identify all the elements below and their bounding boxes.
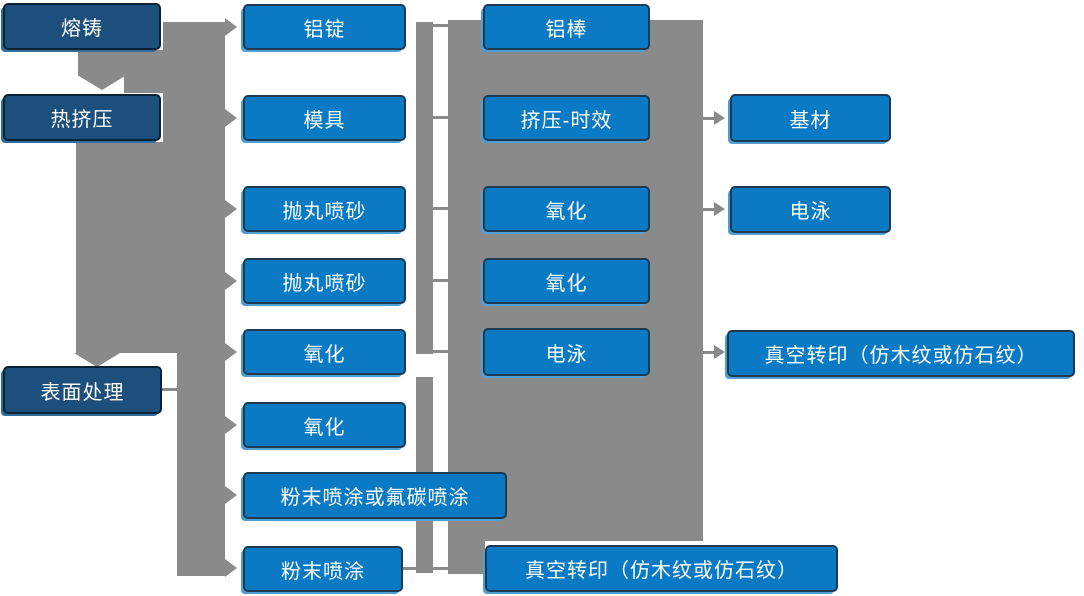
node-electrophoresis-right: 电泳: [730, 186, 891, 233]
connector-line: [703, 117, 714, 120]
arrow-right-icon: [225, 343, 237, 361]
node-oxidation-2: 氧化: [243, 402, 406, 448]
connector-tie: [403, 567, 416, 570]
node-vacuum-transfer-mid: 真空转印（仿木纹或仿石纹）: [727, 330, 1075, 377]
arrow-right-icon: [714, 345, 725, 359]
arrow-right-icon: [714, 202, 725, 216]
connector-line: [703, 208, 714, 211]
arrow-right-icon: [225, 416, 237, 434]
node-electrophoresis-mid: 电泳: [483, 328, 650, 376]
node-surface-treatment: 表面处理: [3, 366, 162, 414]
connector-tie: [432, 116, 448, 119]
node-powder-coating: 粉末喷涂: [243, 546, 403, 592]
node-aluminum-ingot: 铝锭: [243, 4, 406, 50]
arrow-down-icon: [74, 353, 120, 367]
node-extrusion-aging: 挤压-时效: [483, 95, 650, 141]
connector-tie: [432, 567, 448, 570]
arrow-right-icon: [225, 559, 237, 577]
connector-main-block: [76, 142, 225, 353]
node-base-material: 基材: [730, 94, 891, 142]
arrow-down-icon: [79, 76, 125, 90]
connector-tie: [432, 279, 448, 282]
node-oxidation-1: 氧化: [243, 329, 406, 375]
node-shot-blasting-2: 抛丸喷砂: [243, 258, 406, 304]
node-oxidation-3: 氧化: [483, 186, 650, 232]
node-hot-extrusion: 热挤压: [3, 94, 161, 141]
connector-mid-bar-upper: [416, 22, 433, 354]
node-shot-blasting-1: 抛丸喷砂: [243, 186, 406, 232]
arrow-right-icon: [225, 486, 237, 504]
node-oxidation-4: 氧化: [483, 258, 650, 304]
arrow-right-icon: [225, 109, 237, 127]
connector-line: [703, 351, 714, 354]
connector-lower-trunk: [177, 353, 225, 576]
connector-panel-spur: [448, 541, 485, 574]
connector-tie: [432, 207, 448, 210]
arrow-right-icon: [225, 272, 237, 290]
connector-melt-to-extrusion: [78, 50, 124, 76]
connector-tie: [432, 24, 448, 27]
node-vacuum-transfer-bottom: 真空转印（仿木纹或仿石纹）: [485, 545, 838, 592]
arrow-right-icon: [225, 18, 237, 36]
node-mold: 模具: [243, 95, 406, 141]
arrow-right-icon: [714, 111, 725, 125]
connector-tie: [432, 350, 448, 353]
node-aluminum-rod: 铝棒: [483, 4, 650, 50]
arrow-right-icon: [225, 200, 237, 218]
node-powder-or-fluorocarbon: 粉末喷涂或氟碳喷涂: [243, 472, 507, 519]
node-melting-casting: 熔铸: [3, 3, 161, 50]
connector-top-bar: [163, 22, 225, 142]
connector-melt-right-fill: [124, 50, 163, 93]
connector-surface-stub: [162, 388, 177, 391]
